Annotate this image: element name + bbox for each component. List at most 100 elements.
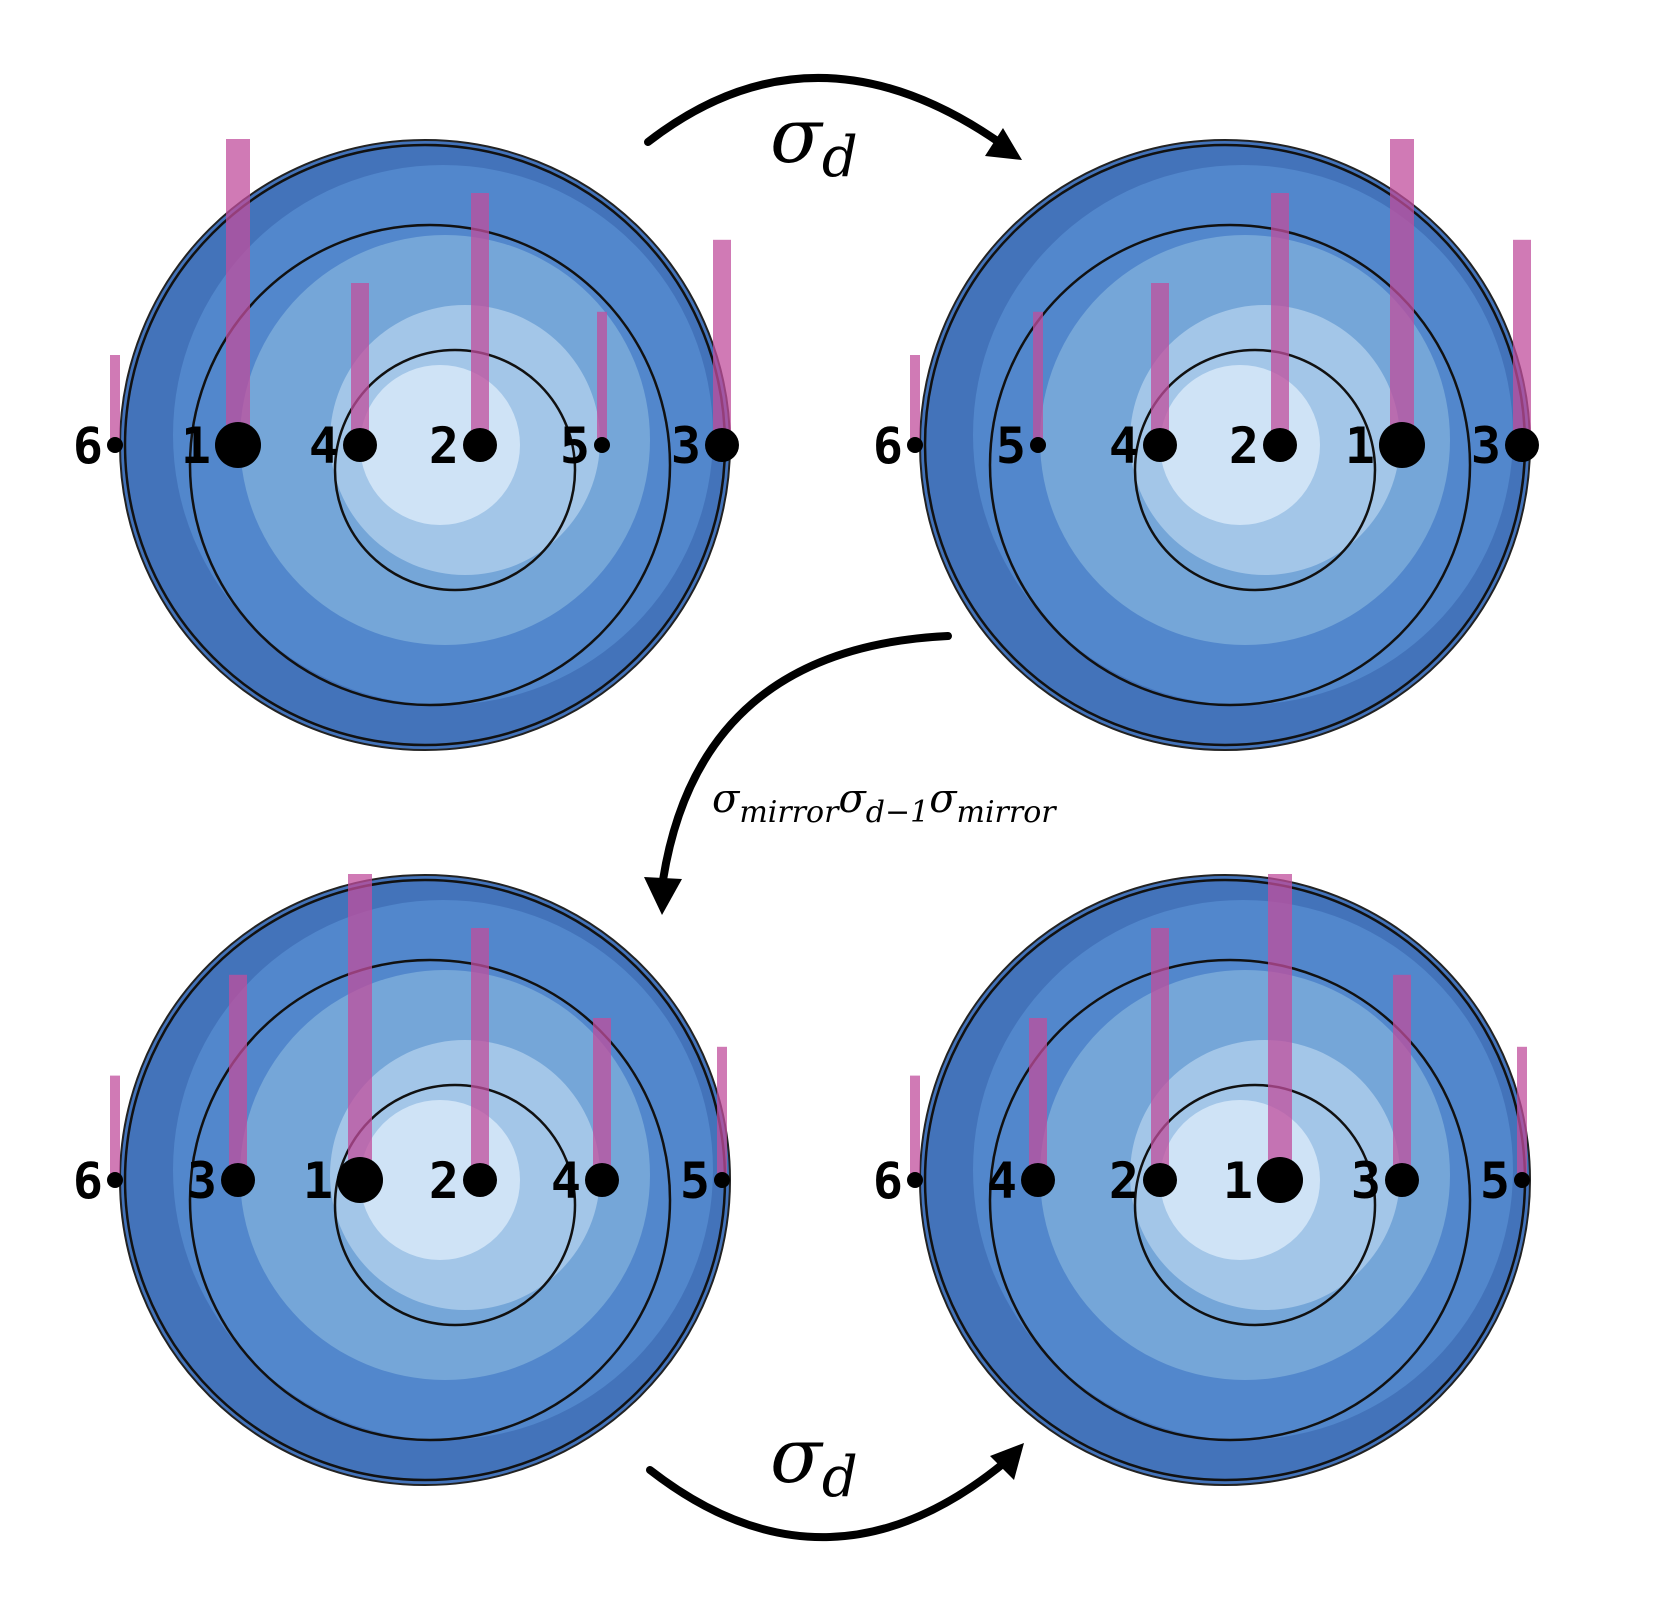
bar-1 xyxy=(1268,874,1292,1180)
transform-label-middle: σmirrorσd−1σmirror xyxy=(712,776,1057,830)
point-label: 2 xyxy=(429,417,459,475)
point-label: 3 xyxy=(1351,1152,1381,1210)
point-label: 3 xyxy=(187,1152,217,1210)
point-5-dot xyxy=(594,437,610,453)
loop-middle-arc xyxy=(988,1199,1231,1442)
point-label: 4 xyxy=(309,417,339,475)
loop-inner-arc xyxy=(1133,348,1256,471)
point-5-dot xyxy=(714,1172,730,1188)
loop-outer-arc xyxy=(923,143,1226,446)
point-label: 6 xyxy=(873,417,903,475)
point-label: 2 xyxy=(1109,1152,1139,1210)
point-6-dot xyxy=(107,1172,123,1188)
point-6-dot xyxy=(907,437,923,453)
loop-middle-arc xyxy=(429,464,672,707)
bar-6 xyxy=(110,355,120,445)
point-label: 3 xyxy=(671,417,701,475)
bar-6 xyxy=(910,355,920,445)
point-label: 4 xyxy=(1109,417,1139,475)
bar-3 xyxy=(229,974,247,1180)
bar-6 xyxy=(910,1075,920,1180)
point-3-dot xyxy=(1505,428,1539,462)
point-1-dot xyxy=(1379,422,1425,468)
loop-inner-arc xyxy=(1133,1083,1256,1206)
bar-2 xyxy=(471,193,489,445)
loop-inner-arc xyxy=(454,1204,577,1327)
arrowhead-top xyxy=(985,128,1022,160)
loop-outer-arc xyxy=(123,1179,426,1482)
loop-middle-arc xyxy=(1229,464,1472,707)
bar-2 xyxy=(471,928,489,1180)
point-label: 5 xyxy=(560,417,590,475)
point-label: 5 xyxy=(680,1152,710,1210)
transform-arrow-bottom: σd xyxy=(646,1411,1024,1542)
bar-2 xyxy=(1271,193,1289,445)
loop-middle-arc xyxy=(188,464,431,707)
point-1-dot xyxy=(337,1157,383,1203)
loop-inner-arc xyxy=(1254,469,1377,592)
point-3-dot xyxy=(705,428,739,462)
point-label: 4 xyxy=(551,1152,581,1210)
point-label: 5 xyxy=(1480,1152,1510,1210)
loop-middle-arc xyxy=(188,1199,431,1442)
loop-middle-arc xyxy=(988,464,1231,707)
loop-middle-arc xyxy=(988,958,1231,1201)
point-1-dot xyxy=(1257,1157,1303,1203)
point-3-dot xyxy=(1385,1163,1419,1197)
point-4-dot xyxy=(585,1163,619,1197)
loop-middle-arc xyxy=(188,958,431,1201)
point-5-dot xyxy=(1030,437,1046,453)
loop-outer-arc xyxy=(424,444,727,747)
point-5-dot xyxy=(1514,1172,1530,1188)
transform-label-top: σd xyxy=(770,91,858,190)
point-6-dot xyxy=(907,1172,923,1188)
loop-inner-arc xyxy=(333,1204,456,1327)
point-label: 1 xyxy=(303,1152,333,1210)
point-3-dot xyxy=(221,1163,255,1197)
bar-3 xyxy=(1393,974,1411,1180)
loop-outer-arc xyxy=(923,878,1226,1181)
point-label: 6 xyxy=(73,417,103,475)
loop-outer-arc xyxy=(424,1179,727,1482)
loop-outer-arc xyxy=(1224,1179,1527,1482)
point-2-dot xyxy=(463,428,497,462)
loop-middle-arc xyxy=(988,223,1231,466)
bar-5 xyxy=(717,1046,727,1180)
loop-inner-arc xyxy=(454,469,577,592)
point-label: 5 xyxy=(996,417,1026,475)
point-label: 1 xyxy=(1345,417,1375,475)
point-1-dot xyxy=(215,422,261,468)
point-label: 1 xyxy=(1223,1152,1253,1210)
curved-arrow-bottom xyxy=(646,1454,1014,1542)
bar-4 xyxy=(1029,1018,1047,1180)
bar-4 xyxy=(351,283,369,445)
loop-outer-arc xyxy=(123,143,426,446)
point-4-dot xyxy=(1143,428,1177,462)
bar-1 xyxy=(1390,139,1414,445)
point-2-dot xyxy=(1263,428,1297,462)
bar-4 xyxy=(593,1018,611,1180)
bar-3 xyxy=(713,239,731,445)
transform-arrow-top: σd xyxy=(644,73,1022,190)
loop-outer-arc xyxy=(123,444,426,747)
transform-label-bottom: σd xyxy=(770,1411,858,1510)
bar-3 xyxy=(1513,239,1531,445)
point-6-dot xyxy=(107,437,123,453)
loop-inner-arc xyxy=(1254,1204,1377,1327)
loop-middle-arc xyxy=(188,223,431,466)
curved-arrow-top xyxy=(644,73,1014,154)
point-label: 2 xyxy=(429,1152,459,1210)
loop-outer-arc xyxy=(923,1179,1226,1482)
point-2-dot xyxy=(463,1163,497,1197)
loop-middle-arc xyxy=(1229,1199,1472,1442)
point-label: 3 xyxy=(1471,417,1501,475)
point-4-dot xyxy=(1021,1163,1055,1197)
bar-6 xyxy=(110,1075,120,1180)
loop-inner-arc xyxy=(333,348,456,471)
loop-inner-arc xyxy=(1133,469,1256,592)
